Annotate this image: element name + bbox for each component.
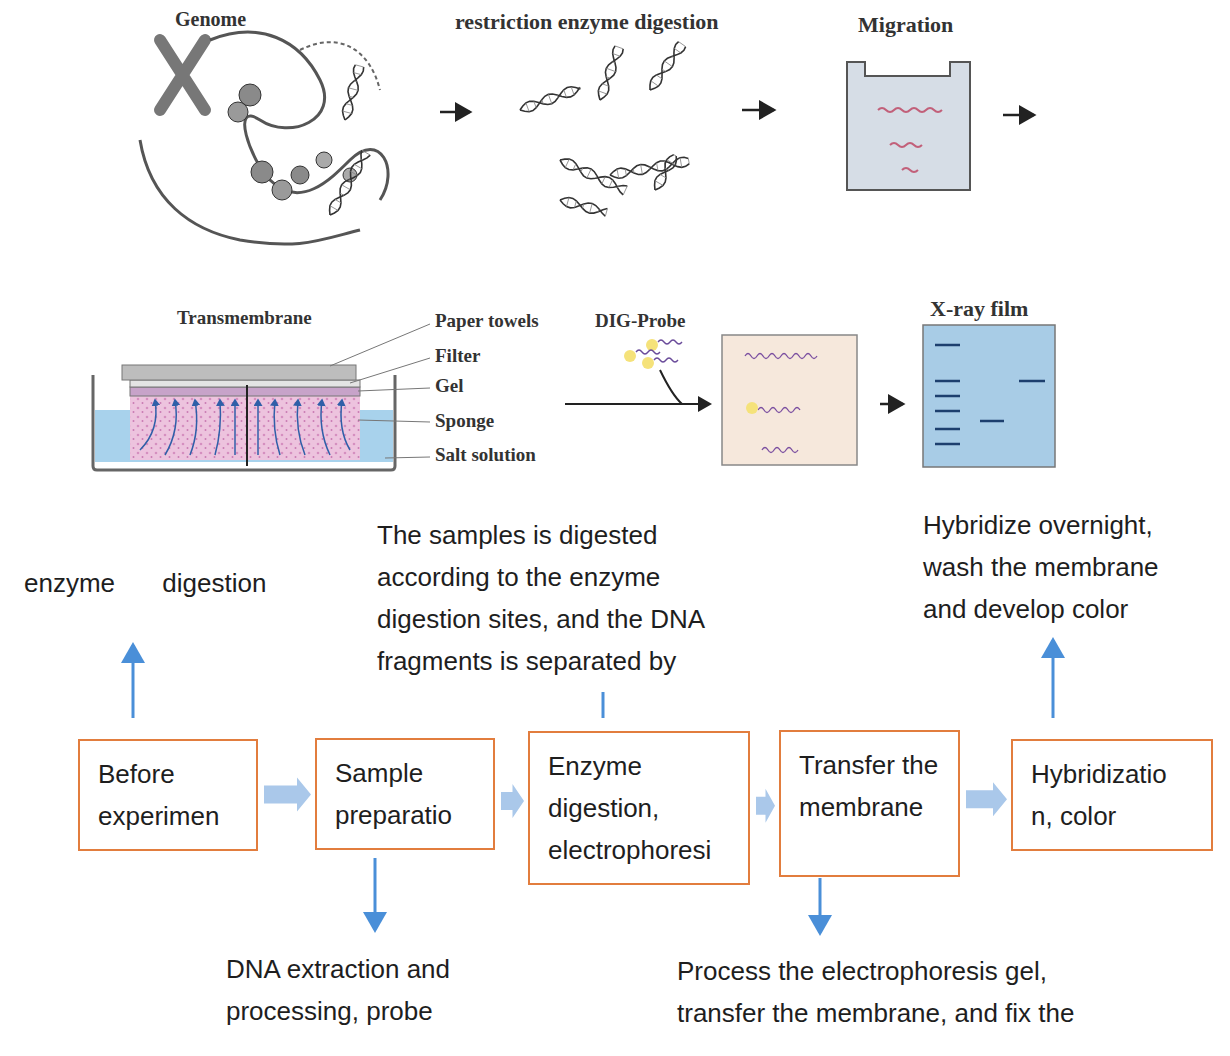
flow-chevron — [966, 782, 1007, 816]
step-note: The samples is digested according to the… — [377, 514, 757, 682]
transfer-apparatus — [93, 324, 430, 470]
process-box: Transfer the membrane — [779, 730, 960, 877]
probe-hybridization — [565, 335, 857, 465]
gel-box — [847, 62, 970, 190]
box-text: Sample preparatio — [335, 752, 475, 836]
figure-label: restriction enzyme digestion — [455, 9, 719, 35]
leader-arrows — [133, 640, 1053, 933]
figure-label: Sponge — [435, 410, 494, 432]
box-text: Enzyme digestion, electrophoresi — [548, 745, 734, 871]
box-text: Hybridizatio n, color — [1031, 753, 1177, 837]
figure-label: Migration — [858, 12, 953, 38]
flow-chevron — [756, 789, 775, 823]
box-text: Transfer the membrane — [799, 744, 944, 828]
process-box: Sample preparatio — [315, 738, 495, 850]
genome-figure — [140, 32, 690, 244]
flow-chevron — [501, 784, 524, 818]
process-box: Hybridizatio n, color — [1011, 739, 1213, 851]
figure-label: Genome — [175, 8, 246, 31]
step-note: Process the electrophoresis gel, transfe… — [677, 950, 1137, 1034]
xray-film — [923, 325, 1055, 467]
step-note: DNA extraction and processing, probe — [226, 948, 496, 1032]
figure-label: Paper towels — [435, 310, 539, 332]
figure-label: DIG-Probe — [595, 310, 685, 332]
figure-label: X-ray film — [930, 296, 1028, 322]
step-note: enzyme digestion — [24, 562, 324, 604]
figure-label: Salt solution — [435, 444, 536, 466]
figure-label: Transmembrane — [177, 307, 312, 329]
process-box: Before experimen — [78, 739, 258, 851]
step-note: Hybridize overnight, wash the membrane a… — [923, 504, 1203, 630]
flow-chevron — [264, 778, 311, 812]
box-text: Before experimen — [98, 753, 238, 837]
figure-label: Gel — [435, 375, 464, 397]
process-box: Enzyme digestion, electrophoresi — [528, 731, 750, 885]
figure-label: Filter — [435, 345, 480, 367]
